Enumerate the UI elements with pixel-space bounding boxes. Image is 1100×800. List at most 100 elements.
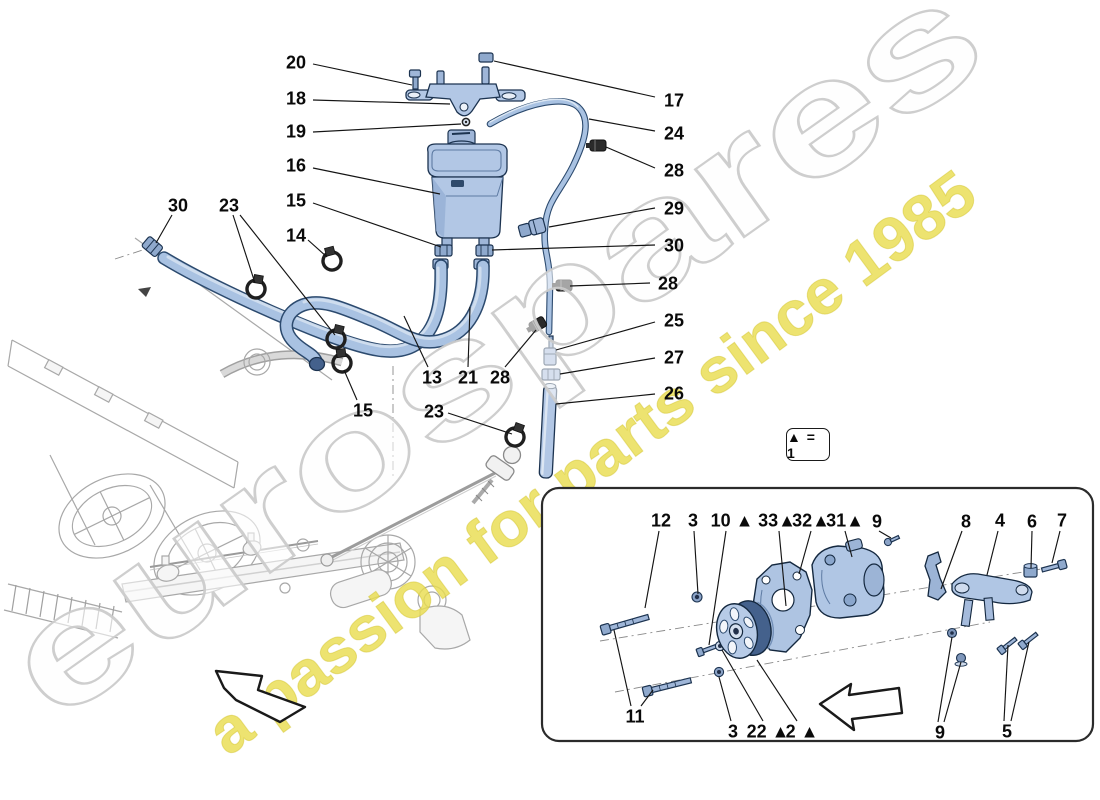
nut-3-bottom <box>713 666 725 678</box>
bolt-12 <box>599 613 650 636</box>
clamp-23-b <box>325 323 347 350</box>
steering-rack-art <box>3 366 522 650</box>
grommet-19 <box>461 117 471 127</box>
callout-24-14: 24 <box>664 124 684 144</box>
tie-rod-end-art <box>471 445 522 505</box>
hose-13 <box>157 251 448 358</box>
hose-21 <box>279 259 490 372</box>
callout-28-18: 28 <box>658 274 678 294</box>
leader-line-11-33 <box>613 629 632 707</box>
leader-line-21-9 <box>467 306 471 368</box>
leader-line-33-25 <box>778 530 787 607</box>
bolt-9-top <box>883 534 901 547</box>
leader-line-23-7 <box>232 214 256 284</box>
tube-26 <box>538 382 558 479</box>
callout-29-16: 29 <box>664 199 684 219</box>
callout-33-25: 33▲ <box>758 511 796 531</box>
callout-28-15: 28 <box>664 161 684 181</box>
callout-27-20: 27 <box>664 348 684 368</box>
callout-23-7: 23 <box>219 196 239 216</box>
callout-18-1: 18 <box>286 89 306 109</box>
leader-line-32-26 <box>798 530 812 575</box>
leader-line-13-8 <box>403 315 429 368</box>
bolt-20 <box>408 69 422 90</box>
leader-line-20-0 <box>312 63 413 86</box>
bracket-18 <box>405 66 526 117</box>
callout-2-36: 2 ▲ <box>786 722 819 742</box>
callout-10-24: 10 ▲ <box>711 511 754 531</box>
direction-arrow-inset <box>818 682 904 732</box>
reservoir-assembly <box>405 52 526 270</box>
callout-30-17: 30 <box>664 236 684 256</box>
callout-28-10: 28 <box>490 368 510 388</box>
callout-25-19: 25 <box>664 311 684 331</box>
bracket-4 <box>951 573 1033 628</box>
callout-6-31: 6 <box>1027 512 1037 532</box>
callout-26-21: 26 <box>664 384 684 404</box>
leader-line-8-29 <box>940 530 963 590</box>
callout-5-38: 5 <box>1002 722 1012 742</box>
leader-line-9-37 <box>943 661 962 723</box>
callout-14-5: 14 <box>286 226 306 246</box>
leader-line-24-14 <box>588 118 656 132</box>
reservoir-16 <box>427 129 508 251</box>
fitting-29 <box>517 217 547 238</box>
callout-20-0: 20 <box>286 53 306 73</box>
leader-line-10-24 <box>708 530 727 646</box>
bracket-8 <box>924 551 947 601</box>
callout-23-12: 23 <box>424 402 444 422</box>
port-nut-15 <box>434 244 453 257</box>
leader-line-31-27 <box>844 530 853 558</box>
pump-31 <box>811 538 885 619</box>
leader-line-15-11 <box>343 369 358 401</box>
callout-11-33: 11 <box>625 707 644 727</box>
leader-line-11-33 <box>640 689 654 707</box>
leader-line-28-10 <box>504 329 537 368</box>
legend-box: ▲ = 1 <box>786 428 830 461</box>
leader-line-29-16 <box>548 207 656 228</box>
callout-4-30: 4 <box>995 511 1005 531</box>
leader-line-3-34 <box>718 676 732 722</box>
callout-31-27: 31▲ <box>826 511 864 531</box>
leader-line-14-5 <box>307 239 328 258</box>
callout-30-6: 30 <box>168 196 188 216</box>
leader-line-7-32 <box>1051 530 1061 564</box>
nut-9-b <box>954 652 968 667</box>
leader-line-28-18 <box>569 282 651 287</box>
callout-12-22: 12 <box>651 511 671 531</box>
leader-line-28-15 <box>605 146 656 169</box>
clamp-14 <box>321 245 343 272</box>
hose-24 <box>486 98 589 336</box>
direction-arrow-main <box>214 669 307 724</box>
leader-line-27-20 <box>559 357 656 375</box>
leader-line-30-17 <box>491 244 656 251</box>
leader-line-23-12 <box>447 412 513 435</box>
valve-25 <box>543 335 557 366</box>
leader-line-30-6 <box>155 214 173 244</box>
pulley-2 <box>715 600 774 659</box>
leader-line-23-7 <box>239 214 336 336</box>
callout-7-32: 7 <box>1057 511 1067 531</box>
nut-9-a <box>946 627 958 639</box>
clamp-15 <box>331 347 353 374</box>
clamp-23-a <box>245 274 267 300</box>
bolt-7 <box>1040 558 1068 573</box>
leader-line-5-38 <box>1010 641 1030 722</box>
callout-9-28: 9 <box>872 512 882 532</box>
callout-3-34: 3 <box>728 722 738 742</box>
clamp-23-c <box>504 421 526 448</box>
leader-line-26-21 <box>555 393 656 405</box>
leader-line-4-30 <box>986 530 999 576</box>
leader-line-2-36 <box>756 659 798 722</box>
callout-15-11: 15 <box>353 401 373 421</box>
callout-15-4: 15 <box>286 191 306 211</box>
nut-17 <box>478 52 494 63</box>
callout-8-29: 8 <box>961 512 971 532</box>
callout-19-2: 19 <box>286 122 306 142</box>
nut-3-top <box>691 591 703 603</box>
clip-28-a <box>586 139 607 152</box>
callout-21-9: 21 <box>458 368 478 388</box>
